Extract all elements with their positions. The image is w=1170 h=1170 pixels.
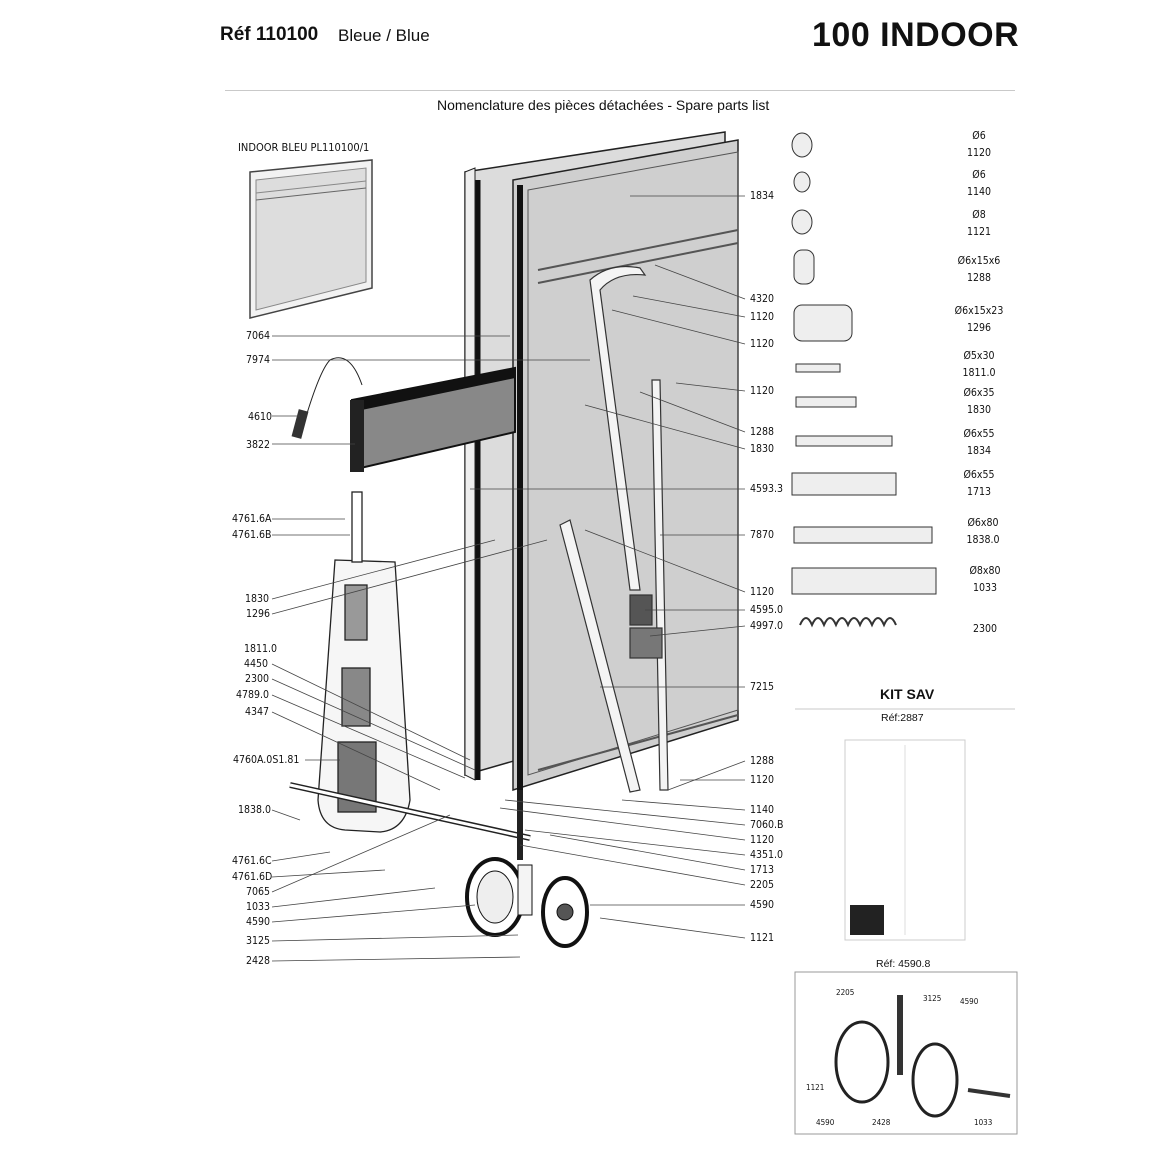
label-1120-f: 1120 [750,834,775,846]
hardware-drawings [791,132,937,628]
label-1830-right: 1830 [750,443,775,455]
spare-parts-subtitle: Nomenclature des pièces détachées - Spar… [437,97,770,113]
label-7870: 7870 [750,529,775,541]
wheel-kit-label-1121: 1121 [806,1083,825,1092]
label-1120-e: 1120 [750,774,775,786]
label-4590-left: 4590 [246,916,271,928]
label-4595-0: 4595.0 [750,604,784,616]
label-2205: 2205 [750,879,775,891]
label-4761-6b: 4761.6B [232,529,272,541]
wheel-kit-ref: Réf: 4590.8 [876,958,931,970]
label-3822: 3822 [246,439,271,451]
label-1713: 1713 [750,864,775,876]
label-4450: 4450 [244,658,269,670]
label-4760a: 4760A.0S1.81 [233,754,300,766]
label-1288-a: 1288 [750,426,775,438]
label-1120-a: 1120 [750,311,775,323]
label-1121: 1121 [750,932,775,944]
label-7215: 7215 [750,681,775,693]
label-4761-6d: 4761.6D [232,871,273,883]
label-2300: 2300 [245,673,270,685]
label-1033: 1033 [246,901,271,913]
label-3125: 3125 [246,935,271,947]
label-1120-c: 1120 [750,385,775,397]
label-4347: 4347 [245,706,270,718]
label-4593-3: 4593.3 [750,483,784,495]
label-1140: 1140 [750,804,775,816]
rolling-frame [289,491,531,860]
wheel-kit-label-1033: 1033 [974,1118,993,1127]
inset-title: INDOOR BLEU PL110100/1 [238,141,370,154]
net-inset-image [249,159,373,319]
label-4610: 4610 [248,411,273,423]
wheel-kit-label-4590-a: 4590 [960,997,979,1006]
label-4789-0: 4789.0 [236,689,270,701]
label-1838-0: 1838.0 [238,804,272,816]
net [291,357,516,472]
leader-lines [271,195,746,962]
label-1811-0: 1811.0 [244,643,278,655]
reference-number: Réf 110100 [220,24,319,45]
wheel-kit-label-4590-b: 4590 [816,1118,835,1127]
label-7064: 7064 [246,330,271,342]
header-divider [225,90,1015,91]
wheel-kit-label-2428: 2428 [872,1118,891,1127]
kit-sav-thumbnail [844,739,966,941]
color-label: Bleue / Blue [338,26,430,45]
wheel-kit-label-3125: 3125 [923,994,942,1003]
label-4351-0: 4351.0 [750,849,784,861]
support-legs [559,265,669,793]
label-1834: 1834 [750,190,775,202]
label-7060-b: 7060.B [750,819,784,831]
label-1120-d: 1120 [750,586,775,598]
label-1296: 1296 [246,608,271,620]
kit-sav-title: KIT SAV [880,686,935,702]
label-7974: 7974 [246,354,271,366]
wheel-kit-label-2205: 2205 [836,988,855,997]
label-1288-b: 1288 [750,755,775,767]
table-half-front [512,139,739,792]
label-7065: 7065 [246,886,271,898]
product-title: 100 INDOOR [812,16,1020,54]
label-4997-0: 4997.0 [750,620,784,632]
label-4320: 4320 [750,293,775,305]
label-4761-6a: 4761.6A [232,513,272,525]
wheels [465,857,589,948]
label-2428: 2428 [246,955,271,967]
label-4590-right: 4590 [750,899,775,911]
wheel-kit-thumbnail [794,971,1018,1135]
label-1830: 1830 [245,593,270,605]
hw-label-2300: 2300 [972,623,998,635]
label-4761-6c: 4761.6C [232,855,272,867]
kit-sav-ref: Réf:2887 [881,712,924,724]
label-1120-b: 1120 [750,338,775,350]
